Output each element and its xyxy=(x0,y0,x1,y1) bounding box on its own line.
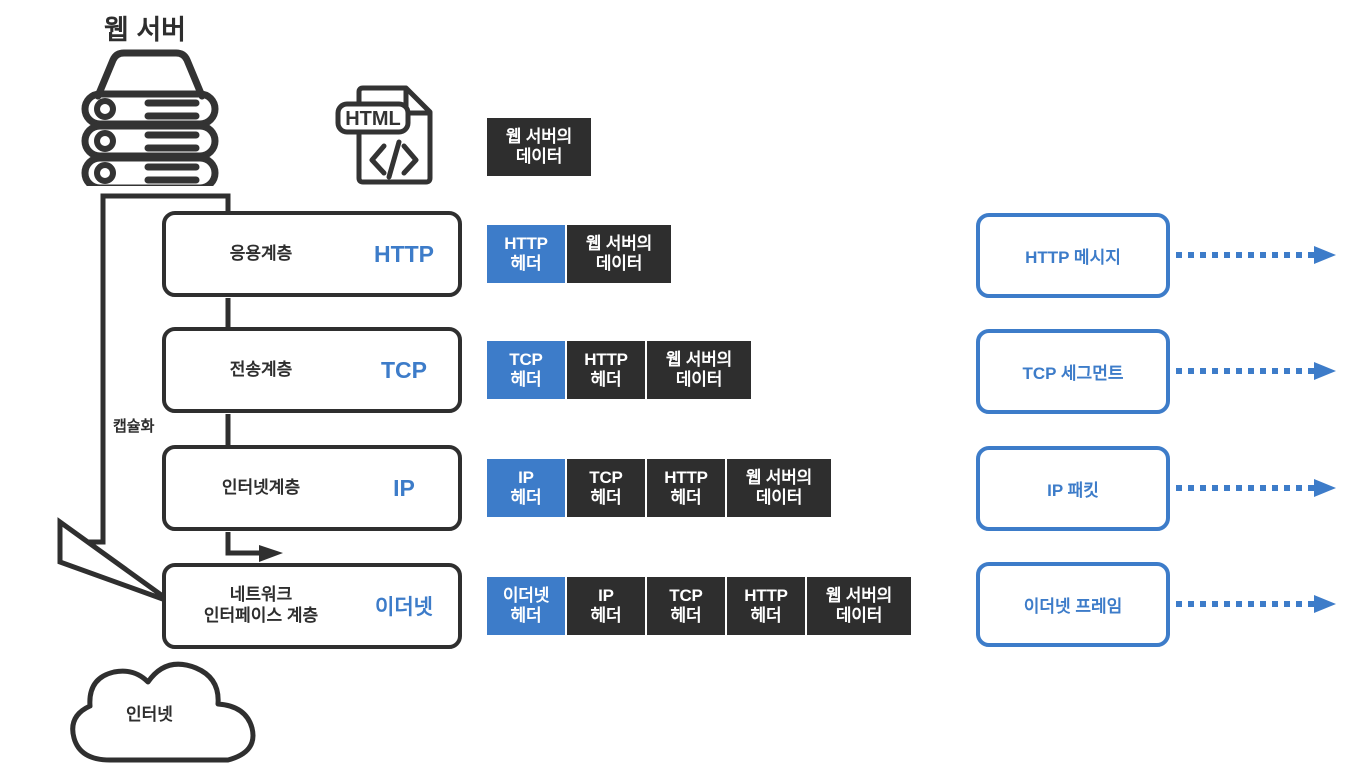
layer-protocol: 이더넷 xyxy=(375,596,433,619)
layer-box-internet[interactable]: 인터넷계층 IP xyxy=(162,445,462,531)
pdu-name-box-tcp-segment[interactable]: TCP 세그먼트 xyxy=(976,329,1170,414)
layer-protocol: HTTP xyxy=(373,240,435,267)
pdu-strip-ethernet: 이더넷 헤더 IP 헤더 TCP 헤더 HTTP 헤더 웹 서버의 데이터 xyxy=(487,577,911,635)
pdu-name-box-ethernet-frame[interactable]: 이더넷 프레임 xyxy=(976,562,1170,647)
html-file-label: HTML xyxy=(345,108,401,130)
pdu-name-box-http-message[interactable]: HTTP 메시지 xyxy=(976,213,1170,298)
dotted-arrow-icon xyxy=(1176,476,1341,505)
layer-protocol: TCP xyxy=(381,356,427,383)
pdu-cell-data: 웹 서버의 데이터 xyxy=(487,118,591,176)
pdu-cell-header: TCP 헤더 xyxy=(487,341,567,399)
pdu-cell-data: 웹 서버의 데이터 xyxy=(567,225,671,283)
dotted-arrow-icon xyxy=(1176,243,1341,272)
pdu-strip-ip: IP 헤더 TCP 헤더 HTTP 헤더 웹 서버의 데이터 xyxy=(487,459,831,517)
layer-box-transport[interactable]: 전송계층 TCP xyxy=(162,327,462,413)
pdu-cell-data: HTTP 헤더 xyxy=(727,577,807,635)
encapsulation-label: 캡슐화 xyxy=(113,418,155,435)
pdu-cell-header: 이더넷 헤더 xyxy=(487,577,567,635)
pdu-name-box-ip-packet[interactable]: IP 패킷 xyxy=(976,446,1170,531)
dotted-arrow-icon xyxy=(1176,592,1341,621)
pdu-cell-header: HTTP 헤더 xyxy=(487,225,567,283)
pdu-cell-header: IP 헤더 xyxy=(487,459,567,517)
layer-name: 인터넷계층 xyxy=(221,477,301,497)
cloud-icon xyxy=(62,648,272,771)
pdu-cell-data: HTTP 헤더 xyxy=(567,341,647,399)
top-payload-block: 웹 서버의 데이터 xyxy=(487,118,591,176)
pdu-cell-data: 웹 서버의 데이터 xyxy=(727,459,831,517)
dotted-arrow-icon xyxy=(1176,359,1341,388)
layer-box-network-interface[interactable]: 네트워크 인터페이스 계층 이더넷 xyxy=(162,563,462,649)
page-title: 웹 서버 xyxy=(104,15,187,45)
pdu-cell-data: TCP 헤더 xyxy=(567,459,647,517)
pdu-cell-data: 웹 서버의 데이터 xyxy=(807,577,911,635)
layer-name: 전송계층 xyxy=(229,359,293,379)
layer-protocol: IP xyxy=(393,474,415,501)
server-rack-icon xyxy=(80,48,220,192)
pdu-cell-data: HTTP 헤더 xyxy=(647,459,727,517)
layer-name: 네트워크 인터페이스 계층 xyxy=(203,585,319,625)
pdu-strip-tcp: TCP 헤더 HTTP 헤더 웹 서버의 데이터 xyxy=(487,341,751,399)
pdu-strip-http: HTTP 헤더 웹 서버의 데이터 xyxy=(487,225,671,283)
pdu-cell-data: 웹 서버의 데이터 xyxy=(647,341,751,399)
pdu-cell-data: IP 헤더 xyxy=(567,577,647,635)
pdu-cell-data: TCP 헤더 xyxy=(647,577,727,635)
layer-box-application[interactable]: 응용계층 HTTP xyxy=(162,211,462,297)
layer-name: 응용계층 xyxy=(229,243,293,263)
cloud-label: 인터넷 xyxy=(126,705,173,724)
html-file-icon: HTML xyxy=(334,84,438,193)
